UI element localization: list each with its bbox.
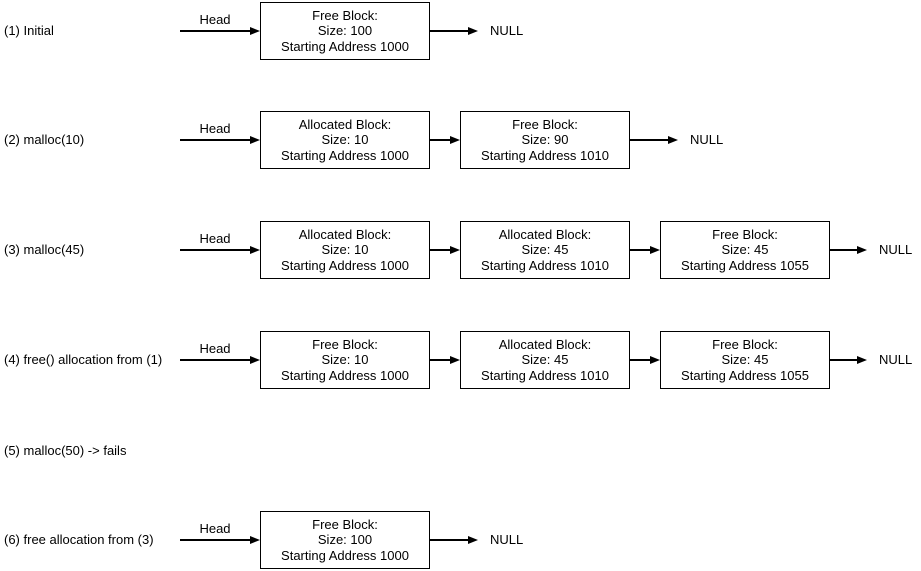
next-pointer-arrow-line [430, 249, 451, 251]
null-pointer-arrow-arrowhead [668, 135, 678, 144]
node-address: Starting Address 1000 [281, 38, 409, 54]
node-size: Size: 10 [321, 352, 369, 368]
node-title: Allocated Block: [298, 116, 392, 132]
head-arrow-line [180, 359, 251, 361]
head-pointer-label: Head [199, 231, 231, 246]
node-size: Size: 10 [321, 242, 369, 258]
head-arrow-arrowhead [250, 535, 260, 544]
node-size: Size: 100 [317, 23, 373, 39]
node-address: Starting Address 1000 [281, 547, 409, 563]
row-label: (1) Initial [4, 23, 54, 38]
node-title: Free Block: [512, 116, 578, 132]
next-pointer-arrow-line [430, 139, 451, 141]
head-pointer-label: Head [199, 521, 231, 536]
head-arrow-arrowhead [250, 355, 260, 364]
node-address: Starting Address 1010 [481, 147, 609, 163]
null-pointer-arrow-line [830, 359, 858, 361]
head-arrow-arrowhead [250, 26, 260, 35]
node-title: Allocated Block: [298, 226, 392, 242]
head-arrow-line [180, 30, 251, 32]
node-address: Starting Address 1010 [481, 257, 609, 273]
row-label: (3) malloc(45) [4, 242, 85, 257]
null-pointer-arrow-line [830, 249, 858, 251]
head-arrow-line [180, 249, 251, 251]
next-pointer-arrow-line [630, 359, 651, 361]
null-pointer-arrow-arrowhead [468, 26, 478, 35]
row-label: (4) free() allocation from (1) [4, 352, 163, 367]
head-pointer-label: Head [199, 12, 231, 27]
head-arrow-arrowhead [250, 135, 260, 144]
null-pointer-arrow-arrowhead [857, 355, 867, 364]
head-pointer-label: Head [199, 121, 231, 136]
head-arrow-arrowhead [250, 245, 260, 254]
null-label: NULL [490, 23, 524, 38]
node-title: Allocated Block: [498, 336, 592, 352]
row-label: (2) malloc(10) [4, 132, 85, 147]
node-size: Size: 10 [321, 132, 369, 148]
head-pointer-label: Head [199, 341, 231, 356]
next-pointer-arrow-arrowhead [450, 355, 460, 364]
node-address: Starting Address 1000 [281, 367, 409, 383]
node-size: Size: 45 [721, 242, 769, 258]
null-pointer-arrow-line [430, 30, 469, 32]
node-title: Free Block: [312, 7, 378, 23]
null-label: NULL [879, 352, 913, 367]
row-label: (6) free allocation from (3) [4, 532, 154, 547]
null-label: NULL [690, 132, 724, 147]
next-pointer-arrow-arrowhead [450, 245, 460, 254]
next-pointer-arrow-arrowhead [650, 245, 660, 254]
null-pointer-arrow-arrowhead [468, 535, 478, 544]
node-address: Starting Address 1055 [681, 257, 809, 273]
node-size: Size: 45 [721, 352, 769, 368]
null-pointer-arrow-line [630, 139, 669, 141]
node-title: Free Block: [312, 516, 378, 532]
row-label: (5) malloc(50) -> fails [4, 443, 127, 458]
node-title: Allocated Block: [498, 226, 592, 242]
next-pointer-arrow-arrowhead [450, 135, 460, 144]
node-size: Size: 45 [521, 242, 569, 258]
node-address: Starting Address 1000 [281, 257, 409, 273]
node-address: Starting Address 1055 [681, 367, 809, 383]
node-size: Size: 100 [317, 532, 373, 548]
node-address: Starting Address 1000 [281, 147, 409, 163]
node-size: Size: 45 [521, 352, 569, 368]
null-label: NULL [490, 532, 524, 547]
node-title: Free Block: [312, 336, 378, 352]
next-pointer-arrow-line [630, 249, 651, 251]
node-size: Size: 90 [521, 132, 569, 148]
next-pointer-arrow-arrowhead [650, 355, 660, 364]
head-arrow-line [180, 139, 251, 141]
null-pointer-arrow-arrowhead [857, 245, 867, 254]
node-address: Starting Address 1010 [481, 367, 609, 383]
next-pointer-arrow-line [430, 359, 451, 361]
node-title: Free Block: [712, 336, 778, 352]
head-arrow-line [180, 539, 251, 541]
node-title: Free Block: [712, 226, 778, 242]
null-pointer-arrow-line [430, 539, 469, 541]
null-label: NULL [879, 242, 913, 257]
